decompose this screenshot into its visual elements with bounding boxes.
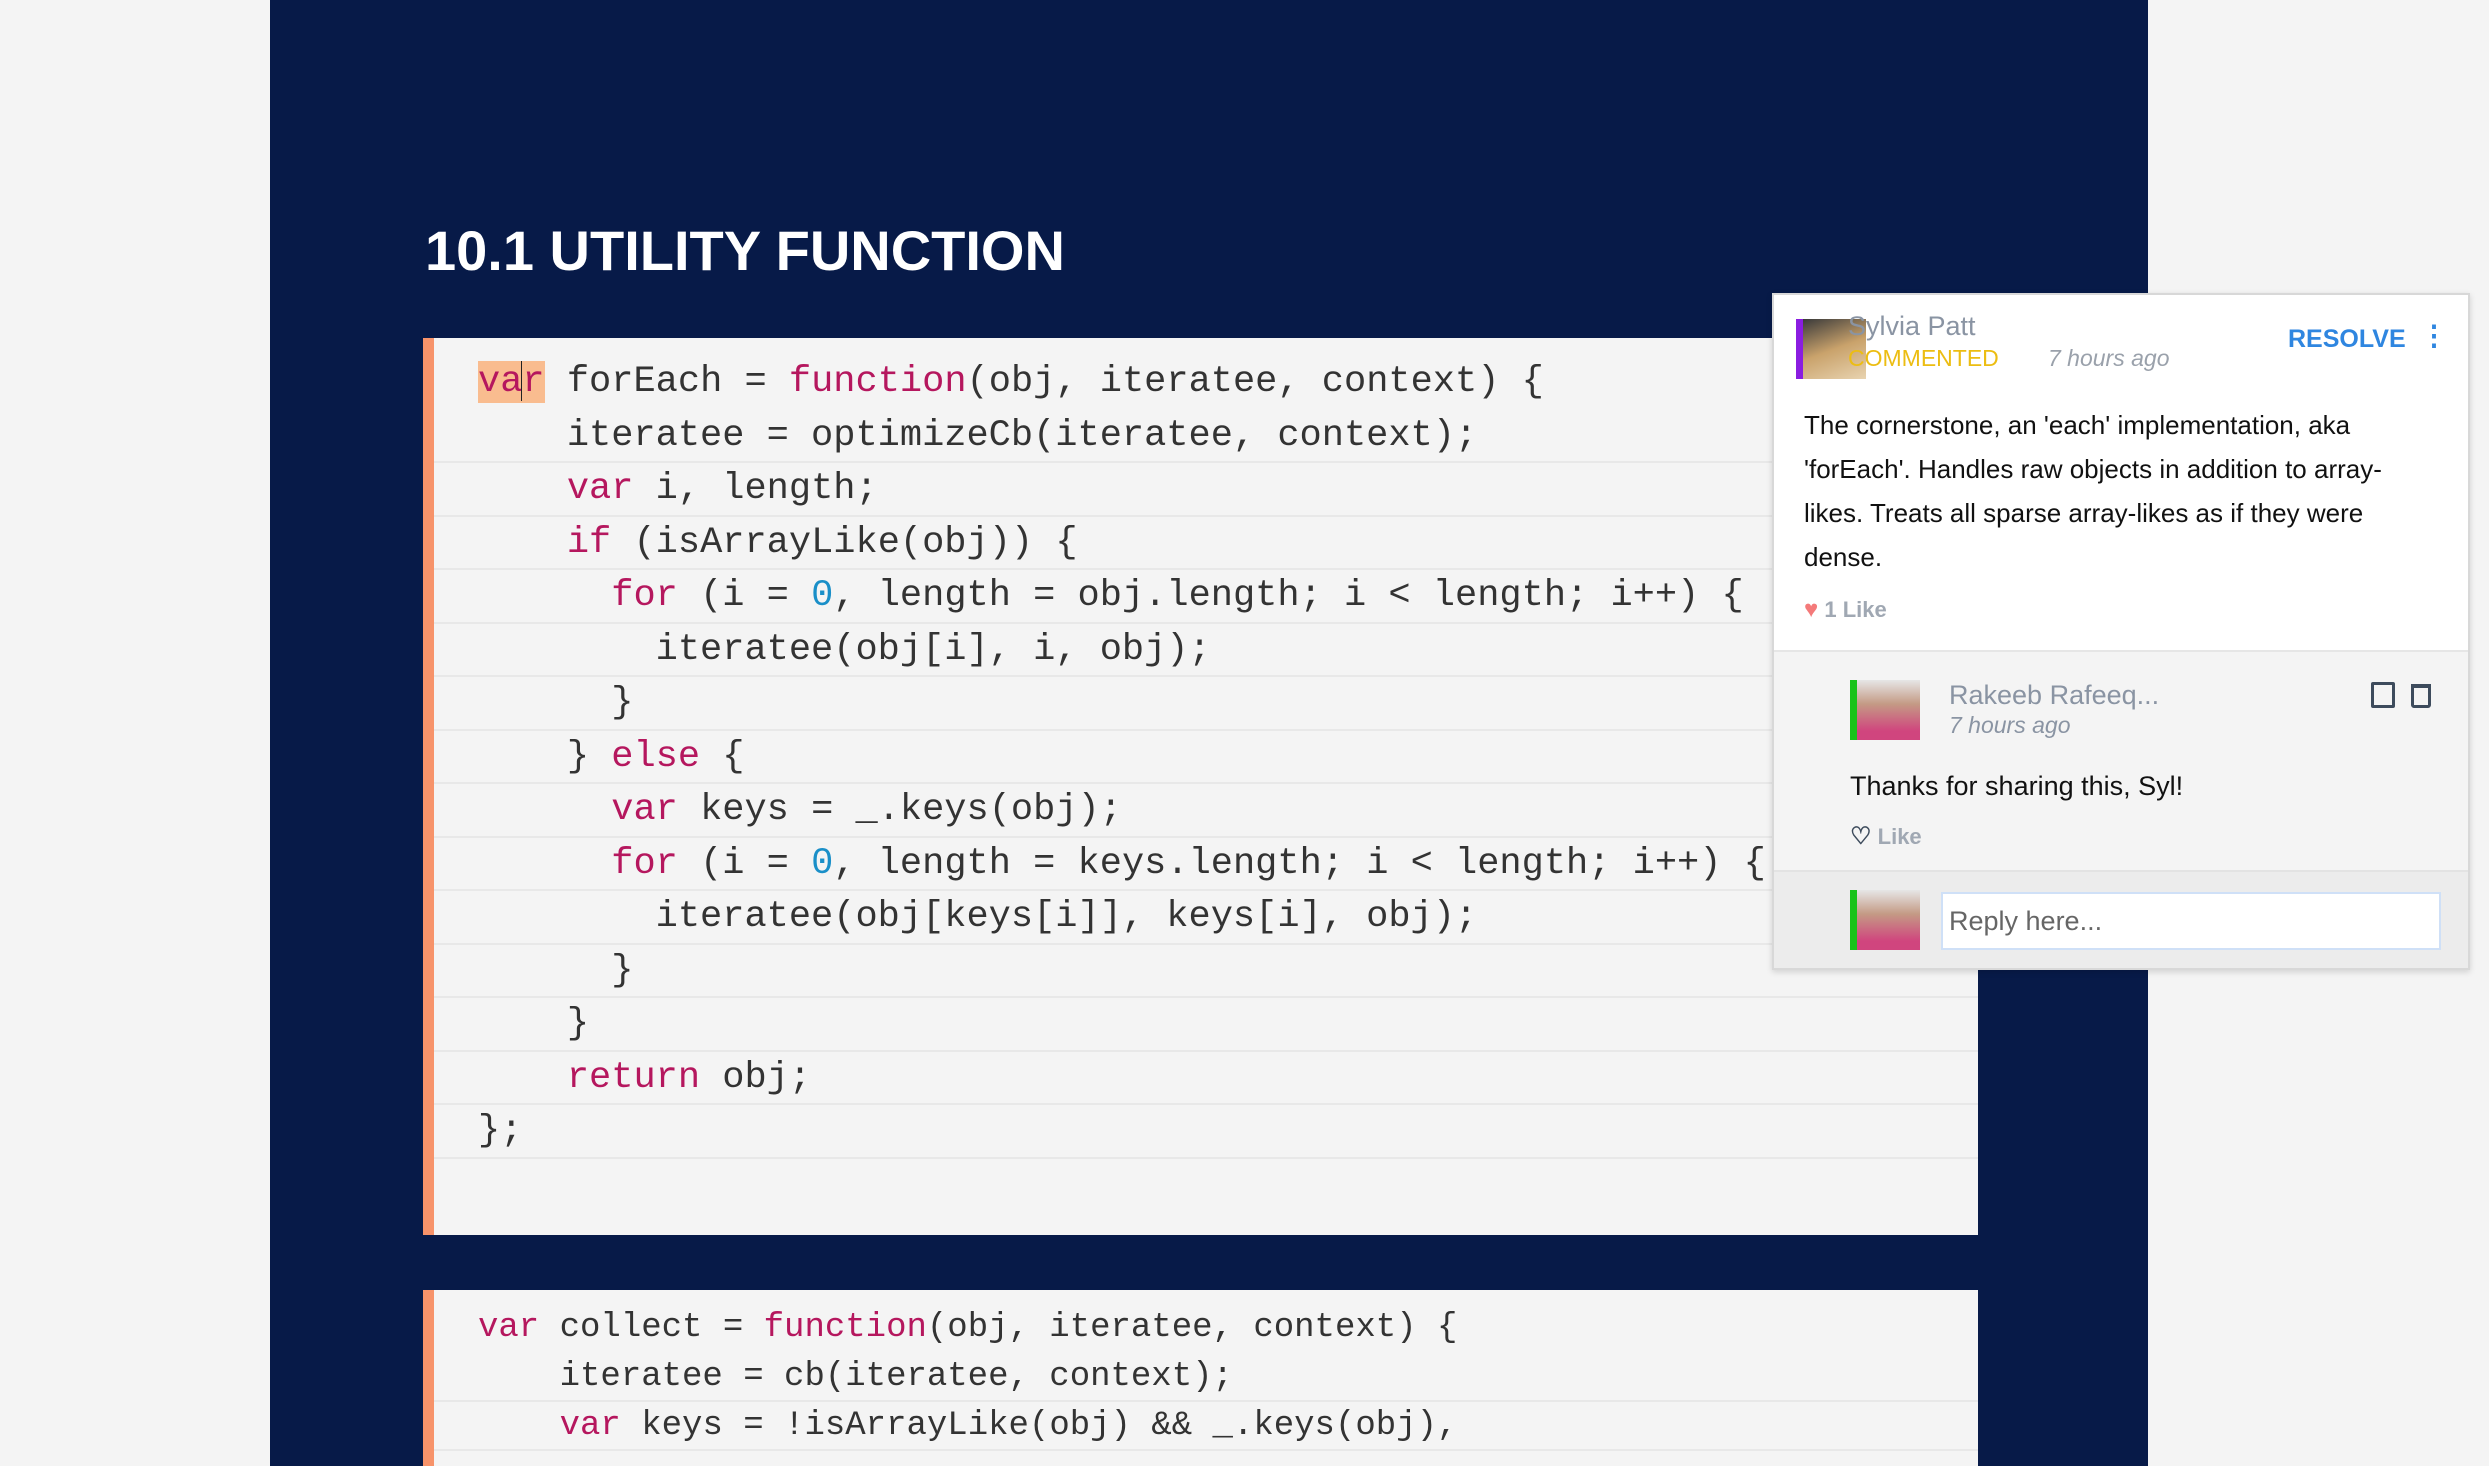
code-keyword: for xyxy=(611,842,678,885)
code-text: forEach = xyxy=(544,361,789,403)
rakeeb-avatar xyxy=(1850,680,1920,740)
code-line: var keys = _.keys(obj); xyxy=(434,784,1978,838)
like-count: 1 Like xyxy=(1824,597,1887,622)
code-number: 0 xyxy=(811,842,834,885)
code-text: (i = xyxy=(677,575,812,617)
code-text: } xyxy=(478,682,634,724)
code-block-foreach[interactable]: var forEach = function(obj, iteratee, co… xyxy=(423,338,1978,1235)
code-text: iteratee(obj[i], i, obj); xyxy=(478,628,1211,671)
edit-icon[interactable] xyxy=(2371,682,2395,708)
code-text: (obj, iteratee, context) { xyxy=(926,1309,1458,1347)
code-line: var collect = function(obj, iteratee, co… xyxy=(434,1304,1978,1353)
code-line: if (isArrayLike(obj)) { xyxy=(434,517,1978,570)
code-line: var forEach = function(obj, iteratee, co… xyxy=(434,356,1978,410)
heart-outline-icon: ♡ xyxy=(1850,823,1872,850)
code-keyword: if xyxy=(566,521,612,564)
resolve-button[interactable]: RESOLVE xyxy=(2288,325,2406,353)
code-keyword: var xyxy=(478,1309,540,1347)
code-text xyxy=(478,1407,560,1445)
reply-item: Rakeeb Rafeeq... 7 hours ago Thanks for … xyxy=(1774,650,2468,870)
code-keyword: return xyxy=(566,1056,701,1099)
code-text: keys = !isArrayLike(obj) && _.keys(obj), xyxy=(620,1407,1458,1445)
delete-icon[interactable] xyxy=(2411,684,2431,708)
code-keyword: var xyxy=(559,1407,621,1445)
code-line: var keys = !isArrayLike(obj) && _.keys(o… xyxy=(434,1402,1978,1451)
code-text: iteratee = cb(iteratee, context); xyxy=(478,1358,1233,1396)
comment-time: 7 hours ago xyxy=(2048,345,2170,371)
reply-like-button[interactable]: ♡ Like xyxy=(1850,822,1922,851)
code-keyword: var xyxy=(566,468,634,510)
code-keyword: for xyxy=(611,575,678,617)
code-line: iteratee(obj[i], i, obj); xyxy=(434,624,1978,677)
code-keyword: function xyxy=(763,1309,927,1347)
code-text: { xyxy=(700,735,745,778)
code-keyword: var xyxy=(611,789,678,831)
code-keyword: function xyxy=(788,361,967,403)
reply-text: Thanks for sharing this, Syl! xyxy=(1850,771,2184,801)
code-text: } xyxy=(478,949,634,992)
code-text: }; xyxy=(478,1110,523,1152)
code-text: (obj, iteratee, context) { xyxy=(966,361,1544,403)
reply-author: Rakeeb Rafeeq... xyxy=(1949,680,2160,710)
comment-text: The cornerstone, an 'each' implementatio… xyxy=(1804,410,2382,572)
code-line: for (i = 0, length = keys.length; i < le… xyxy=(434,838,1978,891)
section-title: 10.1 UTILITY FUNCTION xyxy=(425,219,1065,282)
code-text: (isArrayLike(obj)) { xyxy=(611,521,1078,564)
code-line: for (i = 0, length = obj.length; i < len… xyxy=(434,570,1978,624)
code-line: } else { xyxy=(434,731,1978,784)
code-text xyxy=(478,575,611,617)
reply-time: 7 hours ago xyxy=(1949,712,2071,738)
code-keyword: va xyxy=(478,361,523,403)
code-line: iteratee(obj[keys[i]], keys[i], obj); xyxy=(434,891,1978,945)
sylvia-avatar xyxy=(1796,319,1866,379)
comment-panel: Sylvia Patt COMMENTED 7 hours ago RESOLV… xyxy=(1772,293,2470,970)
code-line: }; xyxy=(434,1105,1978,1159)
code-text: obj; xyxy=(700,1056,812,1099)
heart-filled-icon: ♥ xyxy=(1804,596,1819,623)
comment-action: COMMENTED xyxy=(1848,345,1999,371)
code-keyword: r xyxy=(522,361,545,403)
code-text: } xyxy=(478,735,612,778)
like-button[interactable]: ♥ 1 Like xyxy=(1804,596,1887,624)
code-text xyxy=(478,843,611,885)
code-text xyxy=(478,789,611,831)
code-line: iteratee = cb(iteratee, context); xyxy=(434,1353,1978,1402)
code-text xyxy=(478,1057,567,1099)
code-text: , length = obj.length; i < length; i++) … xyxy=(833,575,1744,617)
reply-composer xyxy=(1774,870,2468,968)
reply-like-label: Like xyxy=(1877,824,1922,849)
code-text xyxy=(478,522,567,564)
code-number: 0 xyxy=(811,575,834,617)
comment-author: Sylvia Patt xyxy=(1848,311,1976,341)
code-line: return obj; xyxy=(434,1052,1978,1105)
code-text: , length = keys.length; i < length; i++)… xyxy=(833,842,1766,885)
code-text: iteratee = optimizeCb(iteratee, context)… xyxy=(478,414,1478,457)
code-text: i, length; xyxy=(633,468,878,510)
code-keyword: else xyxy=(611,735,701,778)
code-text: (i = xyxy=(677,842,812,885)
current-user-avatar xyxy=(1850,890,1920,950)
code-line: var i, length; xyxy=(434,463,1978,517)
code-text: collect = xyxy=(539,1309,764,1347)
code-line: } xyxy=(434,677,1978,731)
code-text: } xyxy=(478,1003,590,1045)
code-text: keys = _.keys(obj); xyxy=(677,789,1122,831)
code-line: iteratee = optimizeCb(iteratee, context)… xyxy=(434,410,1978,463)
code-line: } xyxy=(434,998,1978,1052)
code-text xyxy=(478,468,567,510)
more-options-icon[interactable]: ⋮ xyxy=(2420,320,2448,351)
code-block-collect[interactable]: var collect = function(obj, iteratee, co… xyxy=(423,1290,1978,1466)
code-line: } xyxy=(434,945,1978,998)
reply-input[interactable] xyxy=(1941,892,2441,950)
code-text: iteratee(obj[keys[i]], keys[i], obj); xyxy=(478,896,1478,938)
